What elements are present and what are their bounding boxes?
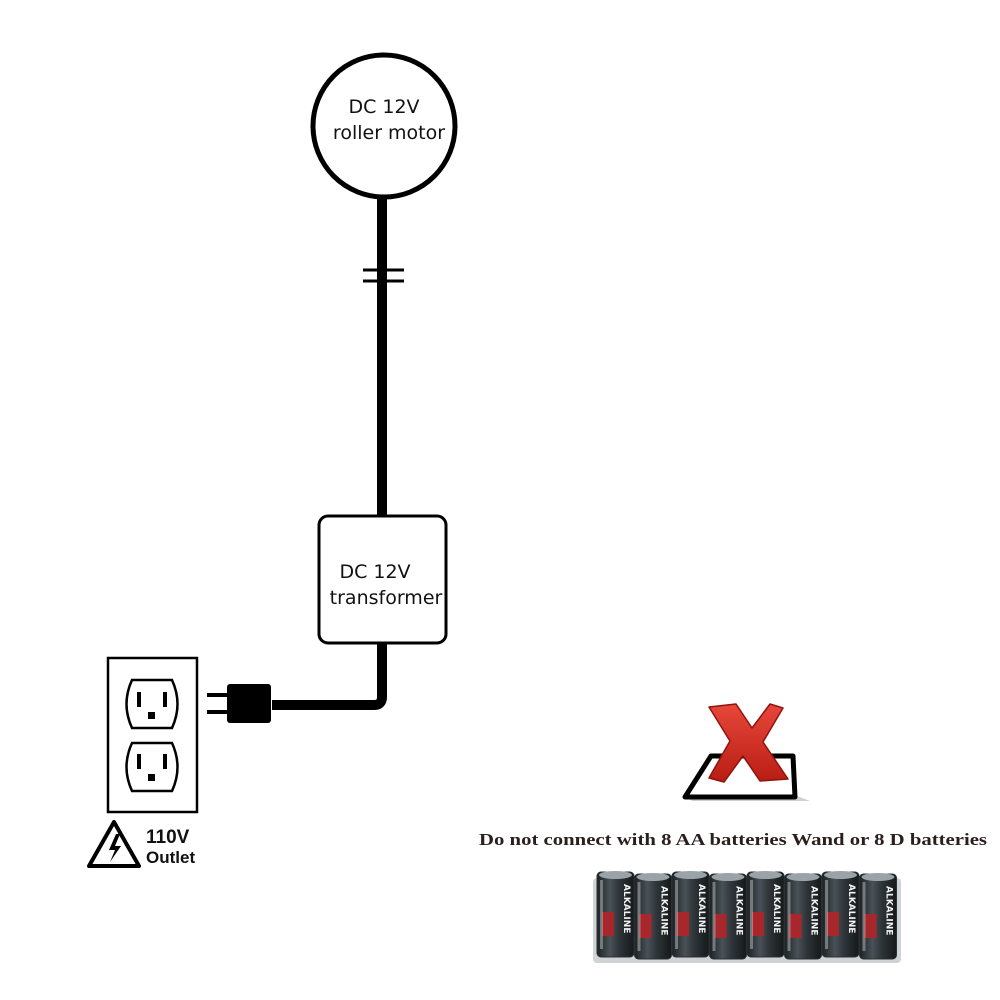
battery-cell: ALKALINE: [746, 871, 785, 958]
red-x-icon: [708, 703, 789, 783]
wall-outlet: [106, 656, 199, 814]
power-cable: [272, 643, 387, 710]
outlet-socket-bottom: [125, 741, 179, 793]
battery-cell: ALKALINE: [596, 871, 635, 958]
motor-label-line2: roller motor: [333, 122, 445, 144]
transformer: DC 12V transformer: [317, 514, 448, 645]
transformer-label-line2: transformer: [330, 587, 443, 609]
outlet-voltage: 110V: [146, 827, 190, 848]
battery-label: ALKALINE: [846, 884, 856, 933]
battery-cell: ALKALINE: [784, 873, 822, 960]
outlet-socket-top: [125, 678, 179, 730]
battery-cell: ALKALINE: [671, 871, 710, 958]
motor-label-line1: DC 12V: [348, 96, 419, 118]
prohibited-checkbox: [682, 703, 810, 801]
battery-label: ALKALINE: [771, 884, 781, 933]
warning-text: Do not connect with 8 AA batteries Wand …: [479, 830, 987, 849]
battery-label: ALKALINE: [659, 886, 669, 935]
battery-label: ALKALINE: [734, 886, 744, 935]
plug-icon: [207, 684, 271, 723]
battery-label: ALKALINE: [621, 884, 631, 933]
battery-cell: ALKALINE: [709, 873, 747, 960]
battery-label: ALKALINE: [809, 886, 819, 935]
battery-pack: ALKALINE ALKALINE ALKALINE ALKALINE ALKALINE…: [593, 871, 901, 963]
battery-label: ALKALINE: [696, 884, 706, 933]
battery-cell: ALKALINE: [859, 873, 897, 960]
battery-cell: ALKALINE: [821, 871, 860, 958]
high-voltage-warning-icon: [87, 820, 141, 868]
battery-cell: ALKALINE: [634, 873, 672, 960]
roller-motor: DC 12V roller motor: [310, 52, 458, 200]
outlet-label: Outlet: [146, 848, 195, 867]
battery-label: ALKALINE: [884, 886, 894, 935]
motor-cable: [363, 197, 404, 517]
transformer-label-line1: DC 12V: [339, 561, 410, 583]
